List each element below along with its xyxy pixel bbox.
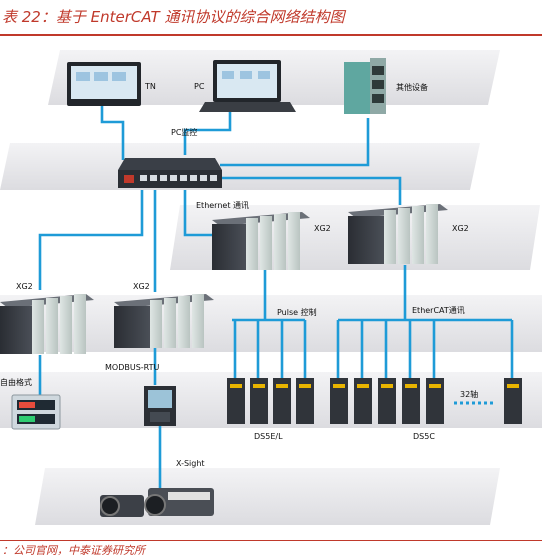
xg2-plc-mid bbox=[212, 212, 310, 270]
source-footer: ：公司官网，中泰证券研究所 bbox=[0, 540, 542, 557]
pc-laptop bbox=[199, 60, 296, 112]
xg2-plc-right bbox=[348, 204, 448, 264]
label-pulse: Pulse 控制 bbox=[277, 308, 317, 317]
label-ds5c: DS5C bbox=[413, 432, 435, 441]
label-ethernet: Ethernet 通讯 bbox=[196, 201, 250, 210]
label-pc-monitor: PC监控 bbox=[171, 128, 198, 137]
label-pc: PC bbox=[194, 82, 205, 91]
free-format-device bbox=[11, 394, 61, 430]
platform-shelves bbox=[0, 50, 542, 525]
label-tn: TN bbox=[145, 82, 156, 91]
label-modbus: MODBUS-RTU bbox=[105, 363, 160, 372]
xg2-plc-left bbox=[0, 294, 94, 354]
tn-touch-panel bbox=[67, 62, 141, 106]
source-text: ：公司官网，中泰证券研究所 bbox=[2, 544, 145, 557]
ethernet-switch bbox=[118, 158, 222, 188]
x-sight-cameras bbox=[100, 488, 214, 517]
label-xg2-left: XG2 bbox=[16, 282, 33, 291]
label-ethercat: EtherCAT通讯 bbox=[412, 306, 465, 315]
connection-lines bbox=[38, 106, 514, 490]
label-xg2-center: XG2 bbox=[133, 282, 150, 291]
label-ds5e: DS5E/L bbox=[254, 432, 283, 441]
servo-drives-ds5c bbox=[330, 378, 522, 424]
label-xg2-mid: XG2 bbox=[314, 224, 331, 233]
label-xg2-right: XG2 bbox=[452, 224, 469, 233]
label-free-format: 自由格式 bbox=[0, 378, 32, 387]
figure-title-bar: 表 22：基于 EnterCAT 通讯协议的综合网络结构图 bbox=[0, 0, 542, 36]
xg2-plc-center bbox=[114, 294, 214, 348]
figure-title: 表 22：基于 EnterCAT 通讯协议的综合网络结构图 bbox=[2, 8, 345, 26]
label-x-sight: X-Sight bbox=[176, 459, 205, 468]
label-other-device: 其他设备 bbox=[396, 83, 428, 92]
label-32-axis: 32轴 bbox=[460, 390, 479, 399]
other-device bbox=[344, 58, 386, 114]
servo-drives-ds5e bbox=[227, 378, 314, 424]
vision-controller bbox=[144, 386, 176, 426]
